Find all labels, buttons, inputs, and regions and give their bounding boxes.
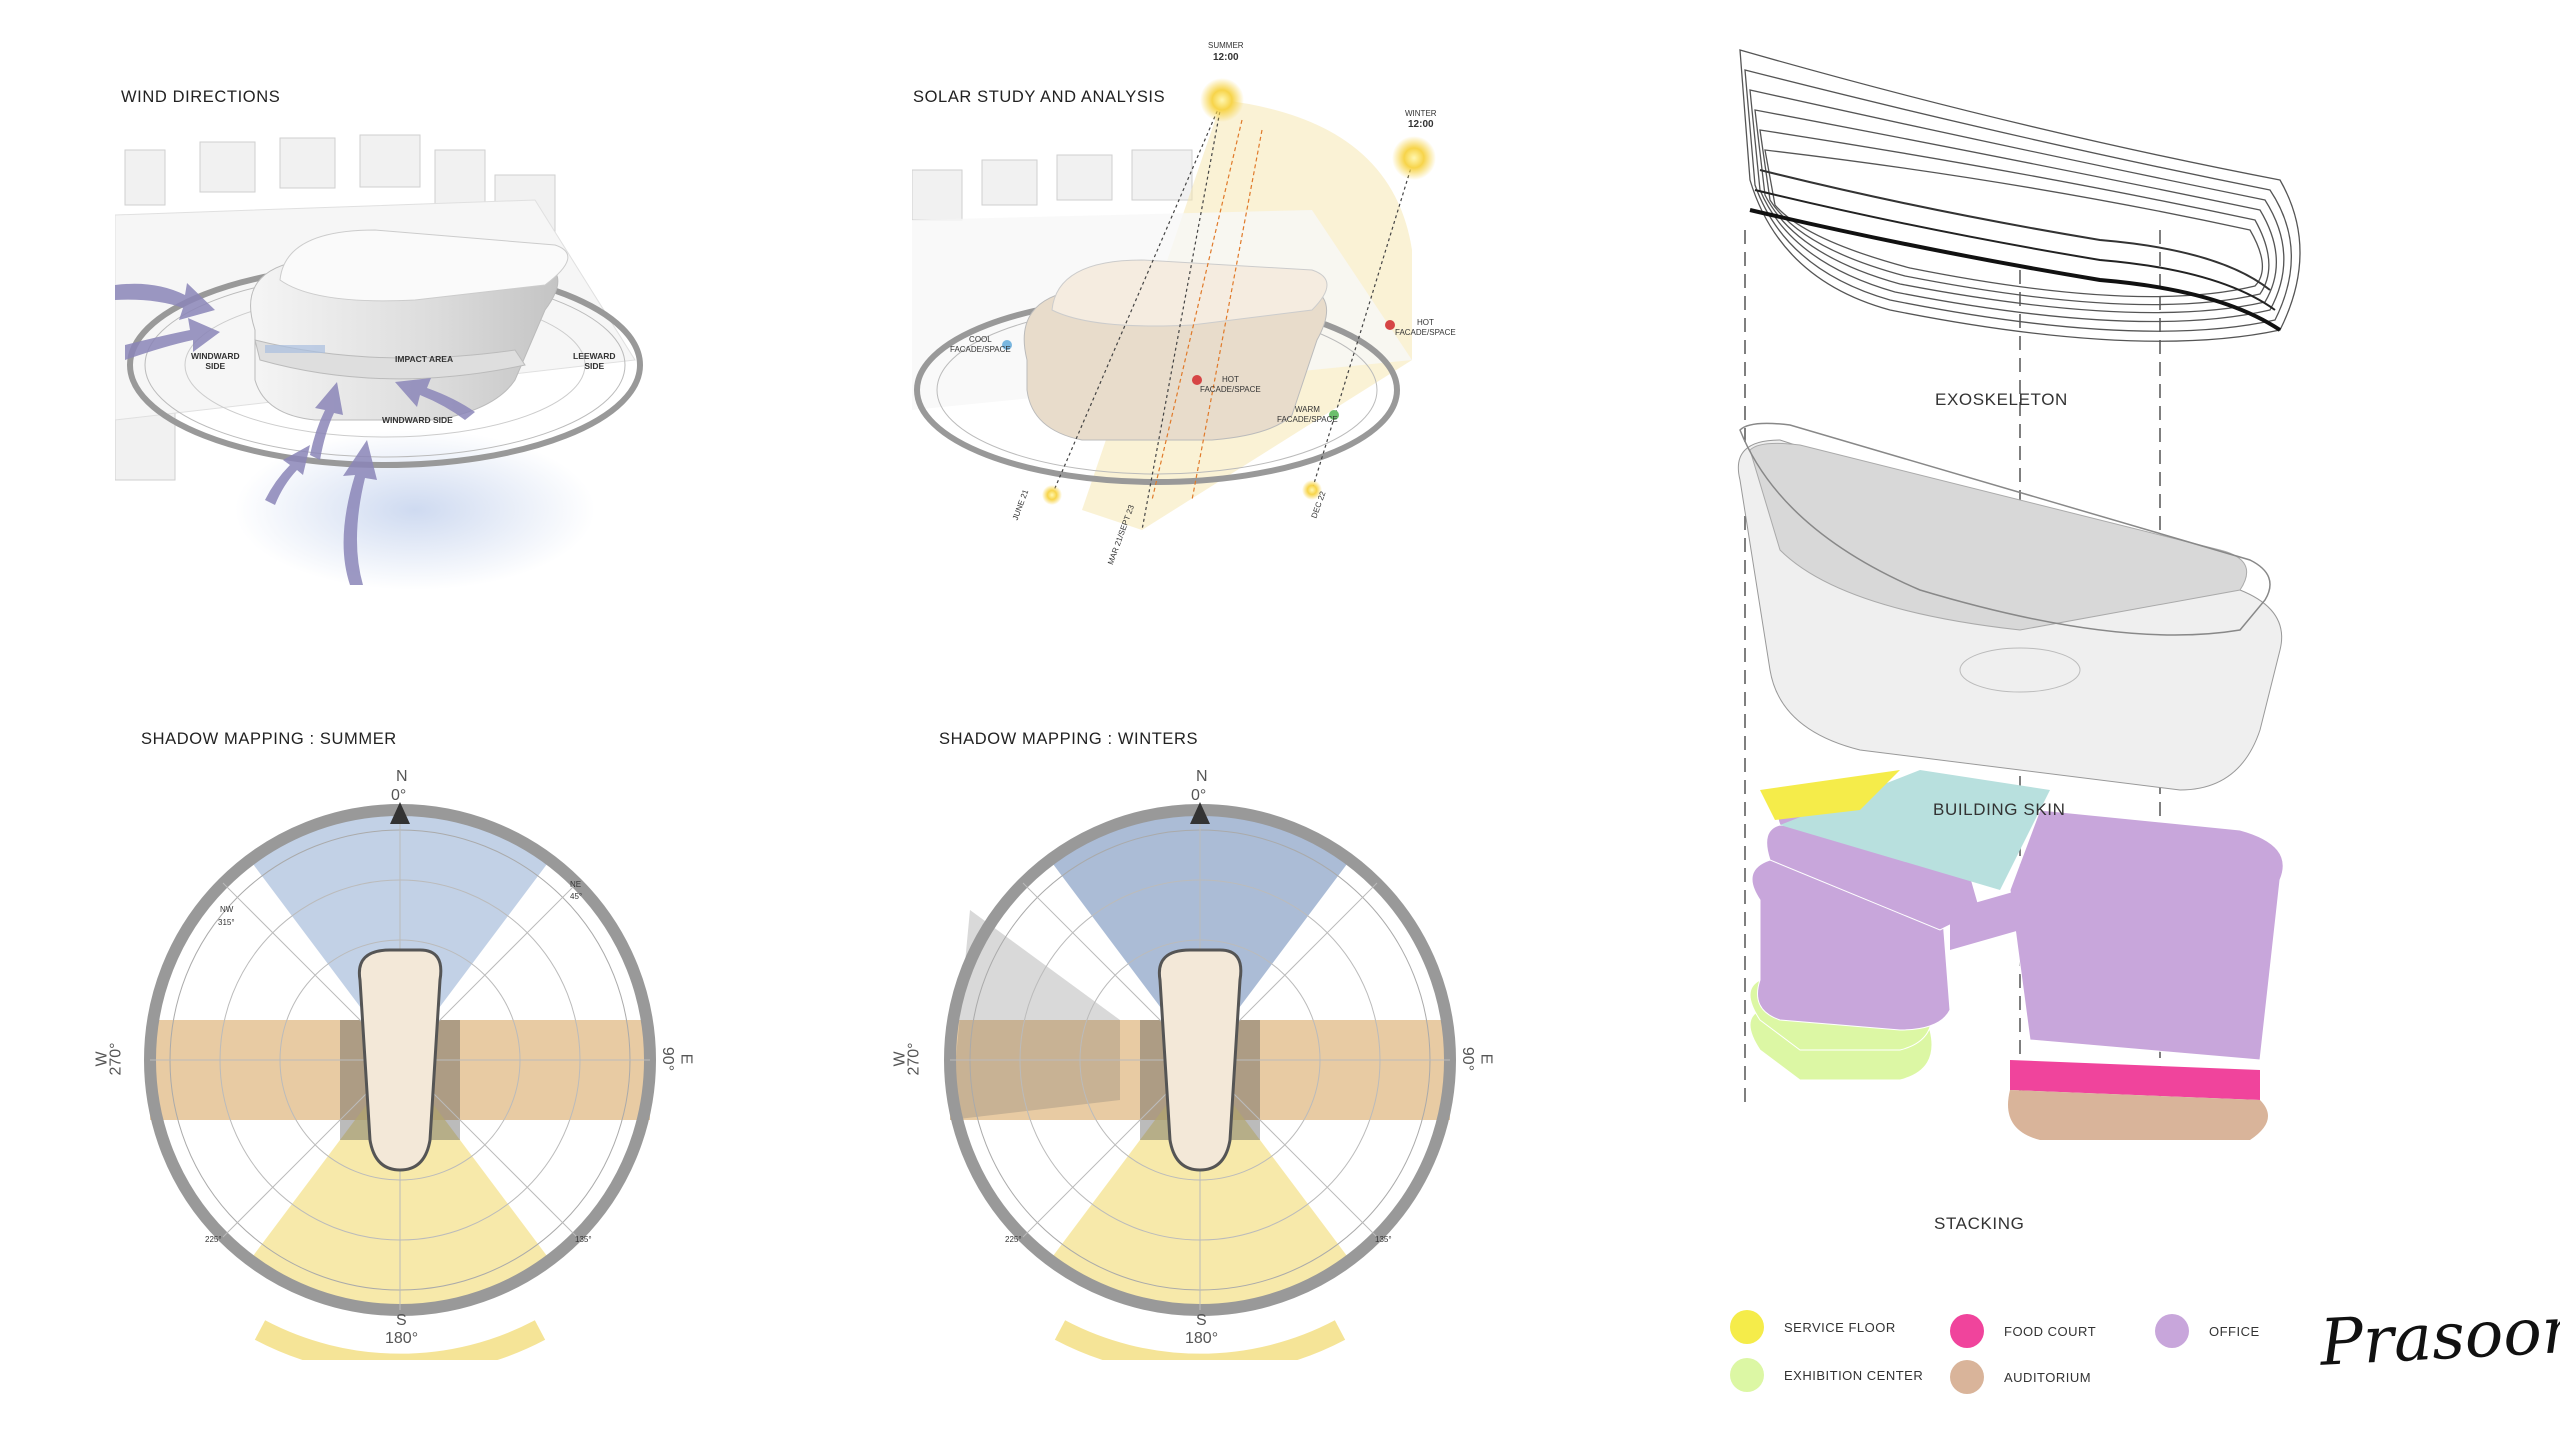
winter-time-label: 12:00 <box>1408 119 1434 130</box>
warm-facade-label: WARM FACADE/SPACE <box>1277 405 1338 424</box>
cool-facade-label: COOL FACADE/SPACE <box>950 335 1011 354</box>
hot-facade-center-label: HOT FACADE/SPACE <box>1200 375 1261 394</box>
windward-side-bottom-label: WINDWARD SIDE <box>382 415 453 425</box>
hot-facade-right-label: HOT FACADE/SPACE <box>1395 318 1456 337</box>
summer-s-letter: S <box>396 1312 407 1329</box>
summer-label: SUMMER <box>1208 41 1244 50</box>
wind-diagram <box>115 134 643 590</box>
summer-nw-deg: 315° <box>218 918 235 927</box>
shadow-winter-title: SHADOW MAPPING : WINTERS <box>939 730 1199 748</box>
summer-time-label: 12:00 <box>1213 52 1239 63</box>
winter-se-deg: 135° <box>1375 1235 1392 1244</box>
legend-item-office: OFFICE <box>2155 1314 2260 1348</box>
shadow-summer-title: SHADOW MAPPING : SUMMER <box>141 730 397 748</box>
summer-sw-deg: 225° <box>205 1235 222 1244</box>
legend-item-service-floor: SERVICE FLOOR <box>1730 1310 1896 1344</box>
winter-e-deg: 90° <box>1459 1046 1477 1072</box>
legend-swatch <box>2155 1314 2189 1348</box>
legend-label: SERVICE FLOOR <box>1784 1319 1896 1335</box>
winter-sun-icon <box>1392 136 1436 180</box>
wind-directions-title: WIND DIRECTIONS <box>121 88 281 106</box>
summer-ne-deg: 45° <box>570 892 583 901</box>
building-skin-model <box>1738 422 2283 791</box>
exoskeleton-model <box>1739 49 2301 342</box>
legend-label: AUDITORIUM <box>2004 1369 2092 1385</box>
stacking-label: STACKING <box>1934 1214 2025 1233</box>
summer-e-label: E <box>677 1053 695 1065</box>
windward-side-left-label: WINDWARD SIDE <box>191 351 240 371</box>
legend-item-food-court: FOOD COURT <box>1950 1314 2096 1348</box>
solar-study-title: SOLAR STUDY AND ANALYSIS <box>913 88 1166 106</box>
summer-n-deg: 0° <box>391 787 407 804</box>
exoskeleton-label: EXOSKELETON <box>1935 390 2068 409</box>
winter-e-label: E <box>1477 1053 1495 1065</box>
summer-w-deg: 270° <box>107 1042 125 1076</box>
legend-label: OFFICE <box>2209 1323 2260 1339</box>
legend-item-exhibition-center: EXHIBITION CENTER <box>1730 1358 1923 1392</box>
summer-se-deg: 135° <box>575 1235 592 1244</box>
legend-item-auditorium: AUDITORIUM <box>1950 1360 2091 1394</box>
legend-swatch <box>1730 1310 1764 1344</box>
summer-nw-label: NW <box>220 905 234 914</box>
legend: SERVICE FLOOR FOOD COURT OFFICE EXHIBITI… <box>1730 1310 2320 1420</box>
legend-swatch <box>1950 1360 1984 1394</box>
winter-s-letter: S <box>1196 1312 1207 1329</box>
summer-e-deg: 90° <box>659 1046 677 1072</box>
summer-n-letter: N <box>396 768 408 785</box>
stacking-model <box>1749 770 2284 1140</box>
legend-label: FOOD COURT <box>2004 1323 2097 1339</box>
winter-n-letter: N <box>1196 768 1208 785</box>
winter-w-deg: 270° <box>905 1042 923 1076</box>
summer-ne-label: NE <box>570 880 582 889</box>
signature: Prasoon <box>2318 1293 2560 1381</box>
summer-s-deg: 180° <box>385 1330 419 1347</box>
legend-swatch <box>1950 1314 1984 1348</box>
legend-label: EXHIBITION CENTER <box>1784 1367 1924 1383</box>
winter-n-deg: 0° <box>1191 787 1207 804</box>
summer-sun-icon <box>1200 78 1244 122</box>
impact-area-label: IMPACT AREA <box>395 354 454 364</box>
winter-s-deg: 180° <box>1185 1330 1219 1347</box>
leeward-side-label: LEEWARD SIDE <box>573 351 616 371</box>
layers-diagram <box>1738 49 2301 1140</box>
winter-label: WINTER <box>1405 109 1437 118</box>
winter-sw-deg: 225° <box>1005 1235 1022 1244</box>
shadow-winter-compass <box>944 802 1456 1360</box>
building-skin-label: BUILDING SKIN <box>1933 800 2066 819</box>
legend-swatch <box>1730 1358 1764 1392</box>
solar-diagram <box>912 78 1436 531</box>
shadow-summer-compass <box>144 802 656 1360</box>
